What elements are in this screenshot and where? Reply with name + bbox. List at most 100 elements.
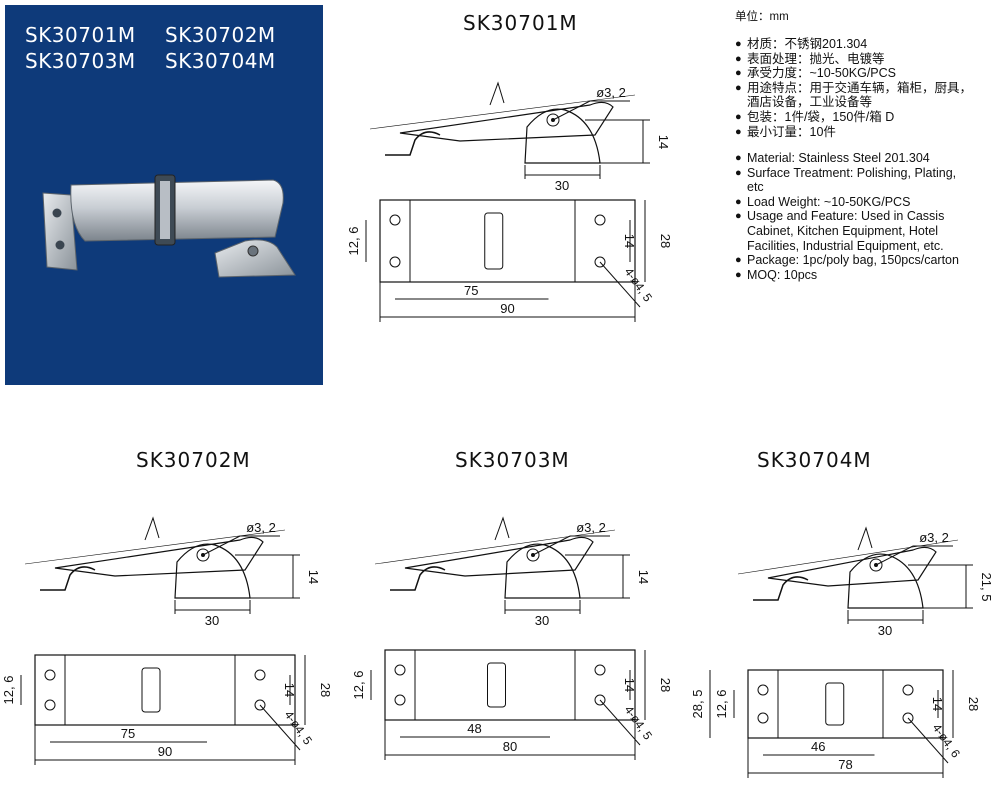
hook-outline xyxy=(40,566,96,591)
dim-length: 90 xyxy=(158,744,172,759)
right-bracket xyxy=(574,649,636,721)
dim-hole-dia: ø3, 2 xyxy=(576,520,606,535)
spec-en-load: Load Weight: ~10-50KG/PCS xyxy=(735,195,975,210)
pivot-hole-icon xyxy=(196,548,210,562)
mount-hole-icon xyxy=(254,669,266,681)
dim-inner-h: 14 xyxy=(622,234,637,248)
mount-hole-icon xyxy=(44,699,56,711)
mount-hole-icon xyxy=(389,214,401,226)
product-photo-panel: SK30701M SK30702M SK30703M SK30704M xyxy=(5,5,323,385)
right-bracket xyxy=(574,199,636,283)
mount-hole-icon xyxy=(44,669,56,681)
plan-view: 28 14 12, 6 28, 5 46 78 4-ø4, 6 xyxy=(690,669,981,778)
lever-outline xyxy=(767,546,937,587)
model-title-sk30702m: SK30702M xyxy=(136,448,251,472)
dim-pitch: 12, 6 xyxy=(346,227,361,256)
spec-cn-usage: 用途特点：用于交通车辆，箱柜，厨具，酒店设备，工业设备等 xyxy=(735,81,975,110)
side-view: 30 14 ø3, 2 xyxy=(374,516,651,628)
dim-base: 30 xyxy=(878,623,892,638)
dim-height: 14 xyxy=(306,570,321,584)
spec-cn-load: 承受力度：~10-50KG/PCS xyxy=(735,66,975,81)
spec-cn-surface: 表面处理：抛光、电镀等 xyxy=(735,52,975,67)
latch-photo xyxy=(42,174,296,278)
mount-hole-icon xyxy=(902,684,914,696)
pivot-hole-icon xyxy=(526,548,540,562)
dim-height: 21, 5 xyxy=(979,573,994,602)
spec-list-cn: 材质：不锈钢201.304 表面处理：抛光、电镀等 承受力度：~10-50KG/… xyxy=(735,37,975,139)
hook-outline xyxy=(385,131,441,156)
dim-hole-dia: ø3, 2 xyxy=(596,85,626,100)
dim-inner-h: 14 xyxy=(282,683,297,697)
left-tab xyxy=(384,649,416,721)
left-tab xyxy=(747,669,779,739)
lever-outline xyxy=(399,101,614,142)
clip-slot xyxy=(484,212,504,270)
plate-outline xyxy=(747,669,944,739)
dim-hole-span: 48 xyxy=(467,721,481,736)
spring-clip xyxy=(144,516,160,541)
hole-leader xyxy=(532,535,571,556)
spec-list-en: Material: Stainless Steel 201.304 Surfac… xyxy=(735,151,975,282)
mount-hole-icon xyxy=(594,256,606,268)
dim-outer-h: 28 xyxy=(318,683,333,697)
holes-leader xyxy=(907,717,949,764)
bracket-outline xyxy=(847,553,924,609)
lever-outline xyxy=(404,536,594,577)
left-tab xyxy=(379,199,411,283)
dim-base: 30 xyxy=(205,613,219,628)
dim-base: 30 xyxy=(555,178,569,193)
mount-hole-icon xyxy=(594,664,606,676)
right-bracket xyxy=(882,669,944,739)
model-title-sk30703m: SK30703M xyxy=(455,448,570,472)
spec-en-package: Package: 1pc/poly bag, 150pcs/carton xyxy=(735,253,975,268)
photo-title-3: SK30703M xyxy=(25,49,136,73)
hole-leader xyxy=(875,545,914,566)
spec-cn-moq: 最小订量：10件 xyxy=(735,125,975,140)
holes-leader xyxy=(599,261,641,308)
spec-cn-material: 材质：不锈钢201.304 xyxy=(735,37,975,52)
spec-en-surface: Surface Treatment: Polishing, Plating, e… xyxy=(735,166,975,195)
mount-hole-icon xyxy=(394,664,406,676)
dim-inner-h: 14 xyxy=(930,697,945,711)
dim-outer-h: 28 xyxy=(658,678,673,692)
clip-slot xyxy=(141,667,161,713)
dim-height: 14 xyxy=(656,135,671,149)
photo-title-2: SK30702M xyxy=(165,23,276,47)
clip-slot xyxy=(487,662,506,708)
dim-hole-span: 75 xyxy=(121,726,135,741)
dim-holes: 4-ø4, 6 xyxy=(930,721,963,760)
dim-pitch: 12, 6 xyxy=(351,671,366,700)
dim-length: 78 xyxy=(838,757,852,772)
hook-outline xyxy=(753,576,809,601)
hole-leader xyxy=(202,535,241,556)
dim-outer-v: 28, 5 xyxy=(690,690,705,719)
dim-height: 14 xyxy=(636,570,651,584)
clip-slot xyxy=(825,682,845,726)
right-bracket xyxy=(234,654,296,726)
mount-hole-icon xyxy=(757,712,769,724)
hole-leader xyxy=(552,100,591,121)
spring-clip xyxy=(489,81,505,106)
spring-clip xyxy=(857,526,873,551)
photo-title-1: SK30701M xyxy=(25,23,136,47)
dim-outer-h: 28 xyxy=(966,697,981,711)
dim-base: 30 xyxy=(535,613,549,628)
mount-hole-icon xyxy=(902,712,914,724)
dim-pitch: 12, 6 xyxy=(714,690,729,719)
hook-outline xyxy=(390,566,446,591)
mount-hole-icon xyxy=(254,699,266,711)
dim-hole-span: 46 xyxy=(811,739,825,754)
spec-cn-package: 包装：1件/袋，150件/箱 D xyxy=(735,110,975,125)
dim-outer-h: 28 xyxy=(658,234,673,248)
pivot-hole-icon xyxy=(546,113,560,127)
spec-en-material: Material: Stainless Steel 201.304 xyxy=(735,151,975,166)
pivot-hole-icon xyxy=(869,558,883,572)
holes-leader xyxy=(259,704,301,751)
